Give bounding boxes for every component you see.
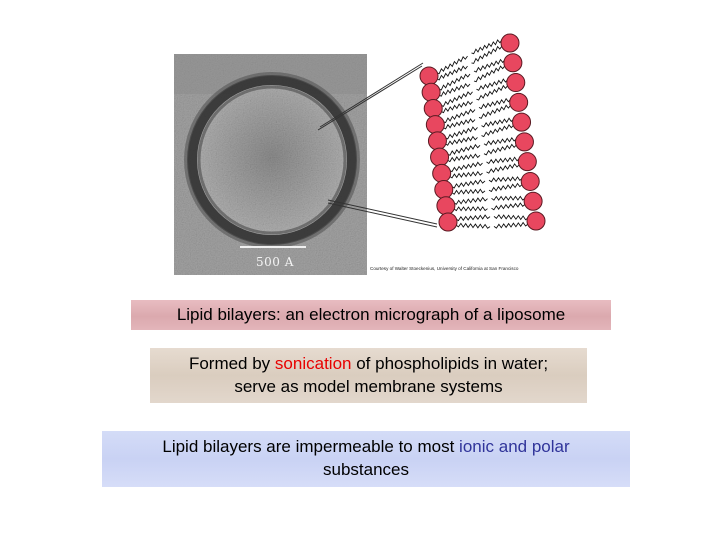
caption-micrograph: Lipid bilayers: an electron micrograph o…: [131, 300, 611, 330]
lipid-tail: [455, 222, 491, 229]
left-leaflet-headgroups: [419, 66, 458, 232]
headgroup-circle: [425, 115, 445, 135]
headgroup-circle: [506, 73, 526, 93]
lipid-tail: [491, 202, 526, 211]
headgroup-circle: [436, 196, 456, 216]
right-leaflet-headgroups: [500, 33, 546, 231]
hydrocarbon-tails: [436, 39, 529, 229]
headgroup-circle: [432, 163, 452, 183]
lipid-tail: [476, 78, 509, 91]
lipid-tail: [486, 163, 520, 174]
lipid-tail: [488, 176, 523, 183]
lipid-tail: [443, 108, 476, 124]
lipid-tail: [438, 73, 471, 91]
headgroup-circle: [517, 152, 537, 172]
lipid-tail: [436, 65, 468, 81]
headgroup-circle: [434, 180, 454, 200]
lipid-tail: [445, 126, 478, 140]
lipid-tail: [443, 118, 476, 130]
lipid-tail: [447, 143, 481, 156]
lipid-tail: [449, 170, 483, 179]
lipid-tail: [476, 84, 509, 101]
caption-sonication-line2: serve as model membrane systems: [234, 377, 503, 396]
lipid-tail: [481, 117, 514, 128]
micrograph-image: [174, 54, 367, 275]
headgroup-circle: [430, 147, 450, 167]
headgroup-circle: [500, 33, 520, 53]
lipid-tail: [451, 188, 486, 195]
headgroup-circle: [509, 92, 529, 112]
headgroup-circle: [514, 132, 534, 152]
lipid-tail: [493, 221, 529, 229]
caption-sonication-post: of phospholipids in water;: [351, 354, 549, 373]
caption-sonication-pre: Formed by: [188, 354, 275, 373]
lipid-tail: [449, 161, 483, 173]
lipid-tail: [441, 91, 473, 107]
lipid-tail: [488, 182, 523, 193]
lipid-tail: [436, 55, 468, 75]
lipid-tail: [481, 123, 514, 138]
headgroup-circle: [503, 53, 523, 73]
lipid-tail: [471, 39, 503, 55]
lipid-tail: [455, 214, 491, 222]
headgroup-circle: [438, 212, 458, 232]
lipid-tail: [483, 143, 517, 156]
lipid-tail: [453, 196, 488, 205]
caption-sonication: Formed by sonication of phospholipids in…: [150, 348, 587, 403]
lipid-bilayer-schematic: [317, 33, 546, 232]
headgroup-circle: [423, 98, 443, 118]
headgroup-circle: [419, 66, 439, 86]
caption-impermeable-line2: substances: [323, 460, 409, 479]
headgroup-circle: [526, 211, 546, 231]
lipid-tail: [447, 153, 481, 163]
lipid-tail: [473, 65, 506, 83]
caption-micrograph-text: Lipid bilayers: an electron micrograph o…: [176, 305, 566, 324]
lipid-tail: [483, 136, 517, 146]
lipid-tail: [438, 82, 471, 97]
headgroup-circle: [421, 82, 441, 102]
lipid-tail: [493, 214, 529, 221]
caption-impermeable: Lipid bilayers are impermeable to most i…: [102, 431, 630, 487]
callout-lines: [317, 62, 438, 228]
sonication-highlight: sonication: [274, 354, 352, 373]
lipid-tail: [451, 179, 486, 189]
headgroup-circle: [512, 112, 532, 132]
caption-impermeable-pre: Lipid bilayers are impermeable to most: [162, 437, 460, 456]
lipid-tail: [471, 45, 503, 64]
image-credit: Courtesy of Walter Stoeckenius, Universi…: [370, 266, 519, 271]
lipid-tail: [478, 104, 512, 119]
lipid-tail: [445, 135, 478, 146]
scale-bar-label: 500 A: [256, 255, 294, 269]
headgroup-circle: [427, 131, 447, 151]
liposome-micrograph: 500 A: [174, 54, 367, 275]
ionic-polar-highlight: ionic and polar: [459, 437, 570, 456]
lipid-tail: [478, 97, 511, 110]
lipid-tail: [473, 58, 506, 73]
lipid-tail: [453, 206, 488, 212]
headgroup-circle: [520, 171, 540, 191]
headgroup-circle: [523, 191, 543, 211]
lipid-tail: [491, 195, 526, 201]
lipid-tail: [486, 156, 520, 165]
lipid-tail: [441, 100, 473, 114]
